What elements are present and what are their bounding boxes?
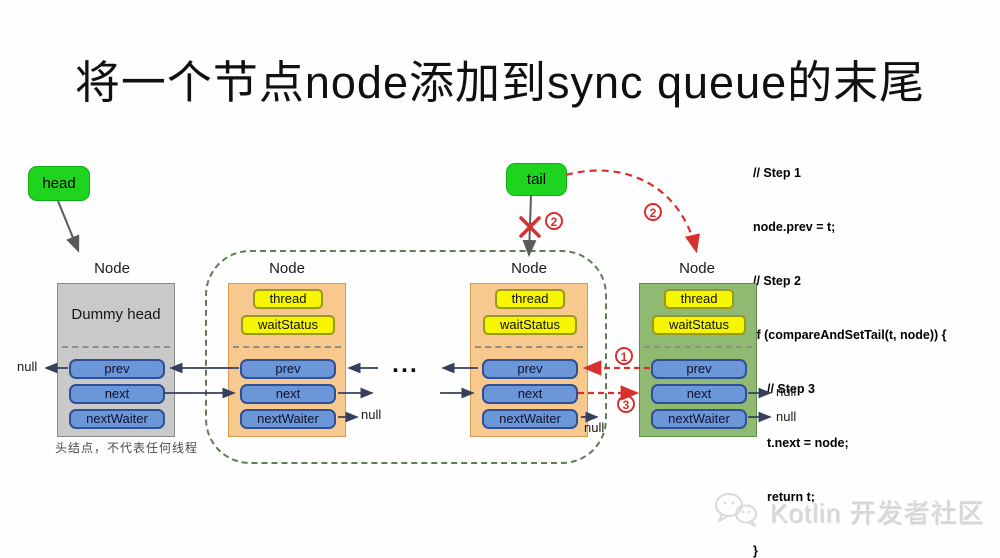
next-field: next <box>240 384 336 404</box>
node-type-label: Node <box>269 260 305 277</box>
page-title: 将一个节点node添加到sync queue的末尾 <box>74 57 926 108</box>
wechat-icon <box>715 493 757 527</box>
node-separator <box>644 346 752 348</box>
head-pointer-label: head <box>28 166 90 201</box>
node-separator <box>233 346 341 348</box>
nextwaiter-field: nextWaiter <box>240 409 336 429</box>
code-line: } <box>753 544 758 558</box>
new-tail-node: thread waitStatus prev next nextWaiter <box>639 283 757 437</box>
node-type-label: Node <box>94 260 130 277</box>
step-3-marker: 3 <box>617 395 635 413</box>
tail-cas-move-arrow <box>565 169 700 254</box>
dummy-head-title: Dummy head <box>71 306 161 323</box>
next-field: next <box>651 384 747 404</box>
null-label: null <box>776 409 797 424</box>
node-separator <box>62 346 170 348</box>
waitstatus-field: waitStatus <box>483 315 577 335</box>
nextwaiter-field: nextWaiter <box>482 409 578 429</box>
node-type-label: Node <box>511 260 547 277</box>
tail-to-old-node-arrow <box>522 194 537 257</box>
thread-field: thread <box>253 289 323 309</box>
dummy-head-caption: 头结点，不代表任何线程 <box>55 441 199 455</box>
code-line: // Step 1 <box>753 166 801 180</box>
waitstatus-field: waitStatus <box>652 315 746 335</box>
null-label: null <box>584 420 605 435</box>
watermark-text: Kotlin 开发者社区 <box>770 497 985 528</box>
code-line: // Step 2 <box>753 274 801 288</box>
null-label: null <box>17 359 38 374</box>
tail-pointer-label: tail <box>506 163 567 196</box>
thread-field: thread <box>664 289 734 309</box>
next-field: next <box>482 384 578 404</box>
prev-field: prev <box>482 359 578 379</box>
step-1-marker: 1 <box>615 347 633 365</box>
code-line: node.prev = t; <box>753 220 836 234</box>
null-label: null <box>776 384 797 399</box>
watermark: Kotlin 开发者社区 <box>712 490 984 532</box>
null-label: null <box>361 407 382 422</box>
step-2-marker: 2 <box>545 212 563 230</box>
prev-field: prev <box>69 359 165 379</box>
sync-queue-dashed-boundary <box>205 250 607 464</box>
prev-field: prev <box>240 359 336 379</box>
invalidated-cross-icon <box>519 216 541 238</box>
waitstatus-field: waitStatus <box>241 315 335 335</box>
queue-node: thread waitStatus prev next nextWaiter <box>470 283 588 437</box>
code-line: t.next = node; <box>767 436 849 450</box>
node-type-label: Node <box>679 260 715 277</box>
queue-node: thread waitStatus prev next nextWaiter <box>228 283 346 437</box>
node-separator <box>475 346 583 348</box>
nextwaiter-field: nextWaiter <box>651 409 747 429</box>
prev-field: prev <box>651 359 747 379</box>
step-2-marker: 2 <box>644 203 662 221</box>
queue-ellipsis: ... <box>392 350 419 378</box>
nextwaiter-field: nextWaiter <box>69 409 165 429</box>
dummy-head-node: Dummy head prev next nextWaiter <box>57 283 175 437</box>
code-line: return t; <box>767 490 815 504</box>
code-line: if (compareAndSetTail(t, node)) { <box>753 328 947 342</box>
next-field: next <box>69 384 165 404</box>
thread-field: thread <box>495 289 565 309</box>
invalidated-cross-icon <box>519 216 541 238</box>
head-to-node-arrow <box>57 200 80 253</box>
